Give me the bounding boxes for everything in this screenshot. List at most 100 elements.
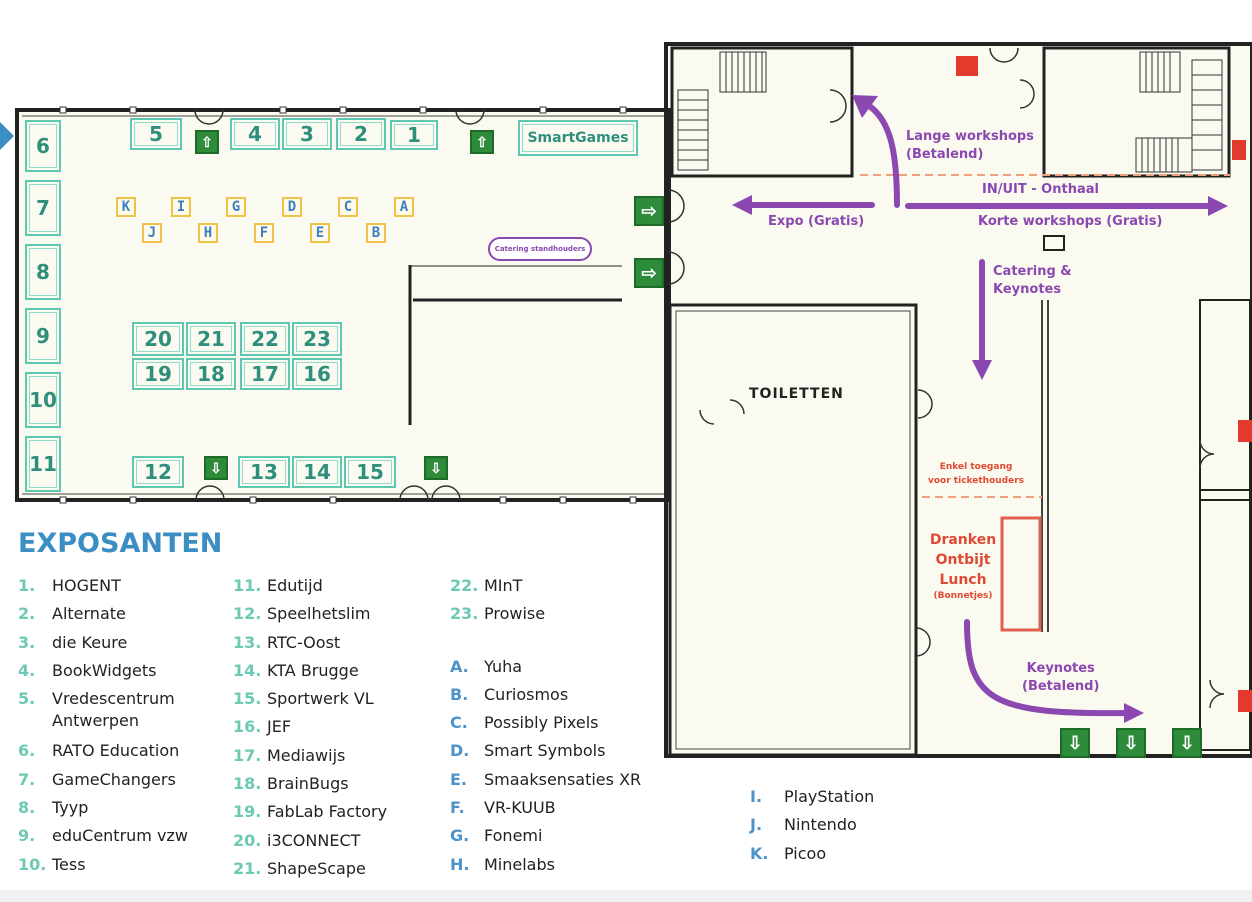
legend-item: A.Yuha [450, 656, 523, 676]
exit-sign-icon: ⇩ [1172, 728, 1202, 758]
exit-sign-icon: ⇩ [1060, 728, 1090, 758]
legend-item: 1.HOGENT [18, 576, 121, 595]
right-rooms-2 [1199, 489, 1251, 751]
booth-21[interactable]: 21 [186, 322, 236, 356]
booth-16[interactable]: 16 [292, 358, 342, 390]
legend-item: 23.Prowise [450, 604, 546, 624]
booth-smartgames[interactable]: SmartGames [518, 120, 638, 156]
legend-title: EXPOSANTEN [18, 528, 223, 559]
in-uit-onthaal-label: IN/UIT - Onthaal [982, 182, 1099, 197]
legend-item: E.Smaaksensaties XR [450, 769, 642, 789]
booth-6[interactable]: 6 [25, 120, 61, 172]
keynotes-label: Keynotes (Betalend) [1022, 661, 1100, 694]
fire-extinguisher-right-2 [1238, 420, 1252, 442]
booth-a[interactable]: A [394, 197, 414, 217]
booth-e[interactable]: E [310, 223, 330, 243]
arrow-to-keynotes [964, 619, 1133, 717]
wall-nodes [59, 106, 637, 504]
legend-item: 21.ShapeScape [233, 858, 366, 878]
exit-sign-icon: ⇧ [470, 130, 494, 154]
booth-d[interactable]: D [282, 197, 302, 217]
legend-item: 13.RTC-Oost [233, 632, 341, 652]
booth-17[interactable]: 17 [240, 358, 290, 390]
legend-item: 14.KTA Brugge [233, 660, 359, 680]
lange-workshops-label: Lange workshops (Betalend) [906, 129, 1034, 162]
booth-18[interactable]: 18 [186, 358, 236, 390]
booth-14[interactable]: 14 [292, 456, 342, 488]
booth-4[interactable]: 4 [230, 118, 280, 150]
booth-9[interactable]: 9 [25, 308, 61, 364]
legend-item: B.Curiosmos [450, 684, 569, 704]
fire-extinguisher-right [1232, 140, 1246, 160]
legend-item: F.VR-KUUB [450, 798, 556, 818]
booth-11[interactable]: 11 [25, 436, 61, 492]
booth-f[interactable]: F [254, 223, 274, 243]
booth-23[interactable]: 23 [292, 322, 342, 356]
booth-8[interactable]: 8 [25, 244, 61, 300]
booth-i[interactable]: I [171, 197, 191, 217]
direction-arrows [745, 102, 1215, 717]
booth-20[interactable]: 20 [132, 322, 184, 356]
toilets-label: TOILETTEN [749, 386, 844, 402]
exit-sign-icon: ⇧ [195, 130, 219, 154]
drinks-breakfast-lunch-label: Dranken Ontbijt Lunch (Bonnetjes) [929, 532, 997, 601]
booth-j[interactable]: J [142, 223, 162, 243]
legend-column-2: 11.Edutijd 12.Speelhetslim 13.RTC-Oost 1… [233, 572, 387, 883]
bottom-band [0, 890, 1252, 902]
legend-column-4: I.PlayStation J.Nintendo K.Picoo [750, 783, 874, 868]
arrow-to-lange-workshops [865, 102, 900, 208]
ticket-holders-notice: Enkel toegang voor tickethouders [928, 462, 1025, 486]
legend-item: 15.Sportwerk VL [233, 689, 374, 709]
corridor-post [1043, 235, 1065, 251]
legend-item: D.Smart Symbols [450, 741, 606, 761]
stairs-left [677, 51, 767, 171]
booth-c[interactable]: C [338, 197, 358, 217]
legend-item: 18.BrainBugs [233, 774, 349, 794]
legend-item: 6.RATO Education [18, 741, 180, 761]
arrow-heads [732, 95, 1228, 723]
booth-1[interactable]: 1 [390, 120, 438, 150]
booth-g[interactable]: G [226, 197, 246, 217]
legend-item: 22.MInT [450, 576, 523, 595]
booth-k[interactable]: K [116, 197, 136, 217]
booth-5[interactable]: 5 [130, 118, 182, 150]
legend-item: 8.Tyyp [18, 798, 89, 818]
legend-item: 9.eduCentrum vzw [18, 826, 188, 846]
doors [194, 47, 1225, 709]
legend-column-3: 22.MInT 23.Prowise A.Yuha B.Curiosmos C.… [450, 572, 641, 879]
booth-12[interactable]: 12 [132, 456, 184, 488]
korte-workshops-label: Korte workshops (Gratis) [978, 214, 1163, 229]
legend-item: 19.FabLab Factory [233, 802, 388, 822]
bar-counter [1000, 516, 1042, 632]
legend-item: C.Possibly Pixels [450, 713, 599, 733]
legend-item: 12.Speelhetslim [233, 604, 371, 624]
legend-item: G.Fonemi [450, 826, 543, 846]
booth-19[interactable]: 19 [132, 358, 184, 390]
booth-15[interactable]: 15 [344, 456, 396, 488]
booth-22[interactable]: 22 [240, 322, 290, 356]
stairs-right [1135, 51, 1223, 173]
legend-item: 2.Alternate [18, 604, 126, 624]
booth-13[interactable]: 13 [238, 456, 290, 488]
booth-2[interactable]: 2 [336, 118, 386, 150]
toilet-block [668, 303, 918, 757]
booth-7[interactable]: 7 [25, 180, 61, 236]
catering-keynotes-label: Catering & Keynotes [993, 264, 1072, 297]
exhibit-hall-floor [18, 110, 668, 500]
booth-3[interactable]: 3 [282, 118, 332, 150]
legend-item: 3.die Keure [18, 632, 128, 652]
booth-h[interactable]: H [198, 223, 218, 243]
toilet-block-inner [675, 310, 911, 750]
legend-item: J.Nintendo [750, 815, 857, 835]
exit-sign-icon: ⇩ [204, 456, 228, 480]
exit-sign-icon: ⇩ [424, 456, 448, 480]
map-edge-marker [0, 122, 14, 150]
booth-10[interactable]: 10 [25, 372, 61, 428]
booth-b[interactable]: B [366, 223, 386, 243]
fire-extinguisher-top [956, 56, 978, 76]
east-wing-walls [664, 42, 1252, 758]
stair-room-left [670, 46, 854, 178]
